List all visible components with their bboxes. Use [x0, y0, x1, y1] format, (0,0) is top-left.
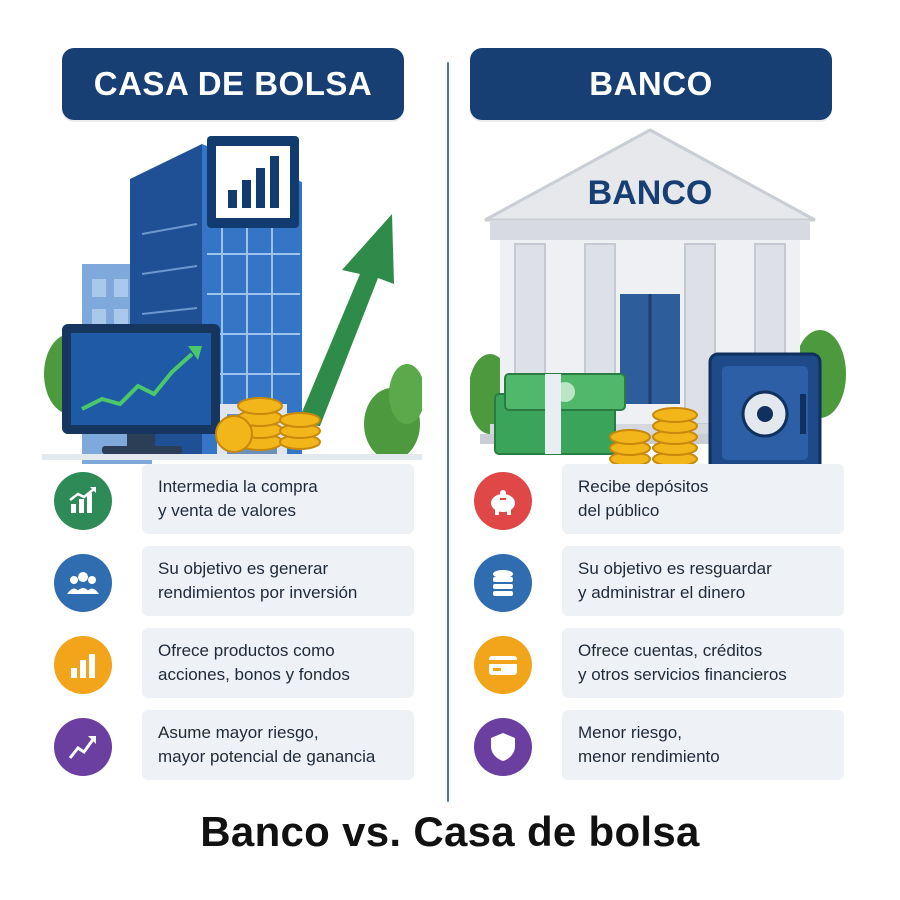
shield-icon — [474, 718, 532, 776]
feature-card: Ofrece productos como acciones, bonos y … — [142, 628, 414, 698]
feature-productos: Ofrece productos como acciones, bonos y … — [42, 628, 422, 706]
trend-line-icon — [54, 718, 112, 776]
stock-exchange-illustration — [42, 124, 422, 504]
feature-text-line1: Su objetivo es generar — [158, 559, 329, 578]
office-building-icon — [42, 136, 422, 464]
feature-intermedia: Intermedia la compra y venta de valores — [42, 464, 422, 542]
feature-objetivo: Su objetivo es generar rendimientos por … — [42, 546, 422, 624]
banco-header: BANCO — [470, 48, 832, 120]
feature-menor-riesgo: Menor riesgo, menor rendimiento — [470, 710, 850, 788]
feature-text-line1: Asume mayor riesgo, — [158, 723, 319, 742]
feature-card: Recibe depósitos del público — [562, 464, 844, 534]
feature-text-line1: Menor riesgo, — [578, 723, 682, 742]
feature-depositos: Recibe depósitos del público — [470, 464, 850, 542]
feature-text-line2: y venta de valores — [158, 501, 296, 520]
credit-card-icon — [474, 636, 532, 694]
feature-card: Menor riesgo, menor rendimiento — [562, 710, 844, 780]
people-group-icon — [54, 554, 112, 612]
feature-text-line2: del público — [578, 501, 660, 520]
piggy-bank-icon — [474, 472, 532, 530]
bar-chart-icon — [54, 636, 112, 694]
feature-resguardar: Su objetivo es resguardar y administrar … — [470, 546, 850, 624]
feature-text-line1: Recibe depósitos — [578, 477, 709, 496]
column-divider — [447, 62, 449, 802]
feature-text-line2: rendimientos por inversión — [158, 583, 358, 602]
feature-cuentas: Ofrece cuentas, créditos y otros servici… — [470, 628, 850, 706]
feature-card: Asume mayor riesgo, mayor potencial de g… — [142, 710, 414, 780]
feature-card: Ofrece cuentas, créditos y otros servici… — [562, 628, 844, 698]
feature-text-line2: y administrar el dinero — [578, 583, 746, 602]
feature-text-line2: y otros servicios financieros — [578, 665, 787, 684]
feature-card: Su objetivo es generar rendimientos por … — [142, 546, 414, 616]
feature-card: Su objetivo es resguardar y administrar … — [562, 546, 844, 616]
feature-text-line2: menor rendimiento — [578, 747, 720, 766]
page-title: Banco vs. Casa de bolsa — [200, 808, 700, 855]
feature-text-line1: Ofrece cuentas, créditos — [578, 641, 763, 660]
feature-riesgo: Asume mayor riesgo, mayor potencial de g… — [42, 710, 422, 788]
feature-text-line2: acciones, bonos y fondos — [158, 665, 350, 684]
bar-chart-growth-icon — [54, 472, 112, 530]
feature-card: Intermedia la compra y venta de valores — [142, 464, 414, 534]
feature-text-line1: Ofrece productos como — [158, 641, 335, 660]
coin-stack-icon — [474, 554, 532, 612]
feature-text-line1: Su objetivo es resguardar — [578, 559, 772, 578]
feature-text-line2: mayor potencial de ganancia — [158, 747, 376, 766]
feature-text-line1: Intermedia la compra — [158, 477, 318, 496]
casa-de-bolsa-header: CASA DE BOLSA — [62, 48, 404, 120]
bank-sign-text: BANCO — [588, 174, 713, 212]
bank-illustration: BANCO — [470, 124, 850, 504]
